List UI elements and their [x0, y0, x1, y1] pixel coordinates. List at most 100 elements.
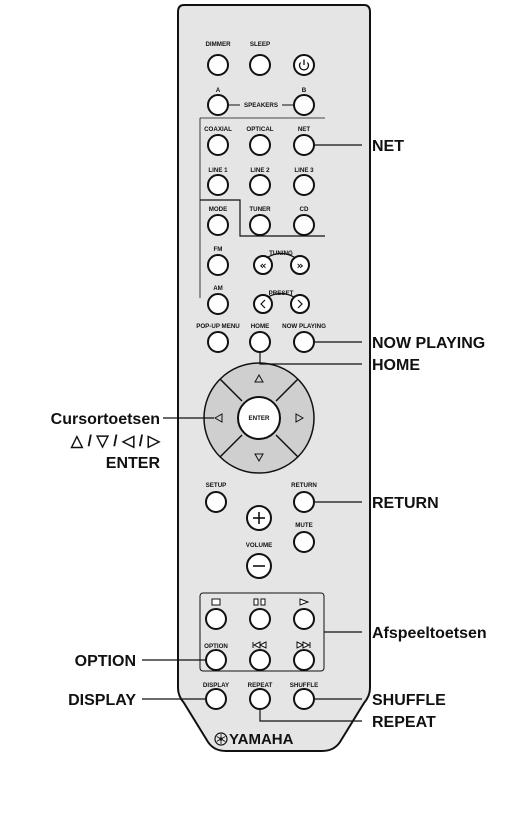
now-playing-button[interactable] — [293, 331, 315, 353]
dimmer-button[interactable] — [207, 54, 229, 76]
cd-label: CD — [300, 206, 309, 213]
skip-back-button[interactable] — [249, 649, 271, 671]
cd-button[interactable] — [293, 214, 315, 236]
mute-button[interactable] — [293, 531, 315, 553]
home-leader — [259, 352, 362, 365]
tuning-up-button[interactable] — [290, 255, 310, 275]
am-button[interactable] — [207, 293, 229, 315]
fm-label: FM — [214, 246, 223, 253]
line3-button[interactable] — [293, 174, 315, 196]
cursor-down-button[interactable] — [235, 442, 283, 470]
pause-icon — [253, 598, 266, 606]
line1-label: LINE 1 — [208, 167, 228, 174]
shuffle-button[interactable] — [293, 688, 315, 710]
line2-button[interactable] — [249, 174, 271, 196]
tuner-label: TUNER — [249, 206, 271, 213]
popup-menu-label: POP-UP MENU — [196, 323, 240, 330]
preset-up-button[interactable] — [290, 294, 310, 314]
enter-callout: ENTER — [106, 455, 161, 472]
power-icon — [298, 59, 310, 71]
return-label: RETURN — [291, 482, 317, 489]
skip-forward-button[interactable] — [293, 649, 315, 671]
mode-label: MODE — [209, 206, 228, 213]
tuner-button[interactable] — [249, 214, 271, 236]
double-chevron-left-icon: « — [259, 259, 266, 272]
line2-label: LINE 2 — [250, 167, 270, 174]
now-playing-callout: NOW PLAYING — [372, 335, 485, 352]
speakers-a-button[interactable] — [207, 94, 229, 116]
dimmer-label: DIMMER — [205, 41, 231, 48]
shuffle-callout: SHUFFLE — [372, 692, 446, 709]
tuning-down-button[interactable] — [253, 255, 273, 275]
skip-forward-icon — [296, 641, 311, 649]
line3-label: LINE 3 — [294, 167, 314, 174]
triangle-down-icon — [254, 453, 264, 463]
mute-label: MUTE — [295, 522, 313, 529]
return-button[interactable] — [293, 491, 315, 513]
display-label: DISPLAY — [203, 682, 230, 689]
speakers-b-label: B — [302, 87, 307, 94]
enter-label: ENTER — [249, 415, 271, 422]
fm-button[interactable] — [207, 254, 229, 276]
option-button[interactable] — [205, 649, 227, 671]
cursor-symbols-callout: △ / ▽ / ◁ / ▷ — [70, 433, 161, 450]
pause-button[interactable] — [249, 608, 271, 630]
sleep-label: SLEEP — [250, 41, 270, 48]
setup-button[interactable] — [205, 491, 227, 513]
home-label: HOME — [251, 323, 270, 330]
playback-keys-callout: Afspeeltoetsen — [372, 625, 487, 642]
speakers-b-button[interactable] — [293, 94, 315, 116]
double-chevron-right-icon: » — [296, 259, 303, 272]
plus-icon — [253, 512, 265, 524]
preset-down-button[interactable] — [253, 294, 273, 314]
stop-icon — [211, 598, 221, 606]
triangle-right-icon — [295, 413, 305, 423]
coaxial-label: COAXIAL — [204, 126, 232, 133]
am-label: AM — [213, 285, 223, 292]
group-frame — [200, 199, 325, 237]
repeat-button[interactable] — [249, 688, 271, 710]
triangle-left-icon — [213, 413, 223, 423]
repeat-label: REPEAT — [248, 682, 273, 689]
sleep-button[interactable] — [249, 54, 271, 76]
repeat-leader — [259, 709, 362, 722]
optical-button[interactable] — [249, 134, 271, 156]
net-label: NET — [298, 126, 311, 133]
volume-label: VOLUME — [246, 542, 272, 549]
display-callout: DISPLAY — [68, 692, 136, 709]
speakers-label: SPEAKERS — [244, 102, 278, 109]
display-button[interactable] — [205, 688, 227, 710]
cursor-pad-dividers — [219, 378, 299, 458]
option-label: OPTION — [204, 643, 228, 650]
play-icon — [299, 598, 310, 606]
cursor-keys-callout: Cursortoetsen — [51, 411, 160, 428]
triangle-up-icon — [254, 373, 264, 383]
yamaha-logo-icon — [214, 732, 228, 746]
cursor-up-button[interactable] — [235, 366, 283, 394]
shuffle-label: SHUFFLE — [290, 682, 319, 689]
return-callout: RETURN — [372, 495, 439, 512]
home-callout: HOME — [372, 357, 420, 374]
chevron-left-icon — [260, 299, 266, 309]
line1-button[interactable] — [207, 174, 229, 196]
optical-label: OPTICAL — [246, 126, 273, 133]
speakers-a-label: A — [216, 87, 221, 94]
tuning-arc — [267, 252, 295, 258]
chevron-right-icon — [297, 299, 303, 309]
home-button[interactable] — [249, 331, 271, 353]
stop-button[interactable] — [205, 608, 227, 630]
option-callout: OPTION — [75, 653, 136, 670]
net-callout: NET — [372, 138, 404, 155]
repeat-callout: REPEAT — [372, 714, 436, 731]
setup-label: SETUP — [206, 482, 227, 489]
popup-menu-button[interactable] — [207, 331, 229, 353]
preset-arc — [267, 292, 295, 298]
enter-button[interactable] — [237, 396, 281, 440]
cursor-right-button[interactable] — [284, 394, 312, 442]
mode-button[interactable] — [207, 214, 229, 236]
play-button[interactable] — [293, 608, 315, 630]
net-button[interactable] — [293, 134, 315, 156]
brand-name: YAMAHA — [229, 731, 294, 748]
coaxial-button[interactable] — [207, 134, 229, 156]
